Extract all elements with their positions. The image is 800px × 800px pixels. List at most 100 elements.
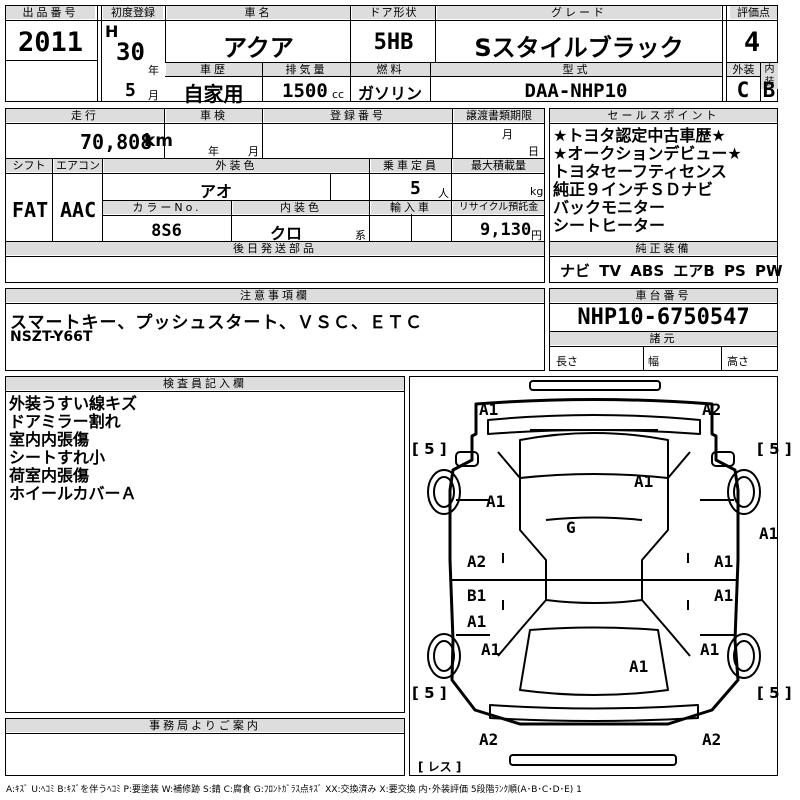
damage-mark: A2	[467, 552, 487, 571]
cc-unit: cc	[332, 88, 345, 101]
damage-mark: A1	[634, 472, 654, 491]
chassis-section	[549, 288, 778, 371]
interior-header: 内装	[761, 63, 778, 89]
inspector-note: ドアミラー割れ	[9, 412, 121, 431]
fuel-header: 燃料	[351, 63, 430, 76]
km-unit: km	[144, 131, 174, 151]
lot-number: 2011	[18, 27, 84, 58]
sales-point-item: トヨタセーフティセンス	[553, 162, 727, 181]
aircon-value: AAC	[60, 198, 97, 222]
score-header: 評価点	[730, 6, 777, 19]
recycle-value: 9,130	[480, 220, 532, 240]
sales-point-header: セールスポイント	[550, 109, 777, 122]
sales-point-list: ★トヨタ認定中古車歴★ ★オークションデビュー★ トヨタセーフティセンス 純正９…	[553, 127, 777, 235]
exterior-header: 外装	[727, 63, 760, 76]
kei-unit: 系	[355, 229, 366, 242]
score-value: 4	[743, 27, 761, 58]
first-reg-header: 初度登録	[103, 6, 163, 19]
inspector-note: ホイールカバーＡ	[9, 484, 137, 503]
shaken-month-unit: 月	[248, 145, 259, 158]
mileage-header: 走行	[6, 109, 164, 122]
damage-mark: A2	[479, 730, 499, 749]
grade-header: グレード	[437, 6, 721, 19]
inspector-header: 検査員記入欄	[6, 377, 404, 390]
model-header: 型式	[431, 63, 722, 76]
tire-tread-front-right: [ 5 ]	[757, 440, 792, 458]
header-section	[5, 5, 778, 102]
displacement-value: 1500	[282, 80, 328, 102]
car-name: アクア	[223, 34, 294, 62]
int-color-value: クロ	[269, 224, 302, 243]
inspector-section	[5, 376, 405, 713]
first-reg-year: 30	[116, 38, 145, 66]
car-diagram-section	[409, 376, 778, 776]
damage-mark: B1	[467, 586, 487, 605]
chassis-number: NHP10-6750547	[577, 305, 750, 330]
width-label: 幅	[648, 355, 659, 368]
inspector-note: 荷室内張傷	[9, 466, 90, 485]
fuel-value: ガソリン	[357, 84, 422, 103]
lens-label: [ レス ]	[418, 760, 462, 774]
history-value: 自家用	[183, 82, 244, 106]
height-label: 高さ	[727, 355, 749, 368]
recycle-header: リサイクル預託金	[453, 201, 544, 214]
sales-point-item: ★オークションデビュー★	[553, 144, 742, 163]
month-unit: 月	[148, 89, 159, 102]
detail-section	[5, 108, 545, 283]
ext-color-value: アオ	[199, 182, 232, 201]
mileage-value: 70,808	[80, 130, 153, 154]
capacity-value: 5	[410, 178, 421, 199]
car-name-header: 車名	[167, 6, 350, 19]
car-diagram	[427, 380, 761, 766]
era-letter: H	[105, 22, 119, 41]
chassis-header: 車台番号	[550, 289, 777, 302]
ext-color-header: 外装色	[104, 159, 369, 172]
inspector-notes-list: 外装うすい線キズ ドアミラー割れ 室内内張傷 シートすれ小 荷室内張傷 ホイール…	[9, 395, 137, 503]
legend-text: A:ｷｽﾞ U:ﾍｺﾐ B:ｷｽﾞを伴うﾍｺﾐ P:要塗装 W:補修跡 S:錆 …	[6, 785, 582, 795]
persons-unit: 人	[438, 187, 449, 200]
damage-mark: A1	[481, 640, 501, 659]
damage-mark: A1	[714, 552, 734, 571]
door-type: 5HB	[373, 30, 414, 55]
damage-mark: G	[566, 518, 576, 537]
damage-mark: A1	[486, 492, 506, 511]
yen-unit: 円	[531, 229, 542, 242]
aircon-header: エアコン	[54, 159, 102, 172]
damage-mark: A1	[467, 612, 487, 631]
transfer-day-unit: 日	[528, 145, 539, 158]
displacement-header: 排気量	[263, 63, 350, 76]
genuine-header: 純正装備	[550, 242, 777, 255]
length-label: 長さ	[556, 355, 578, 368]
inspector-note: シートすれ小	[9, 448, 106, 467]
history-header: 車歴	[166, 63, 262, 76]
office-section	[5, 718, 405, 776]
import-header: 輸入車	[371, 201, 451, 214]
shaken-header: 車検	[166, 109, 262, 122]
caution-line-2: NSZT-Y66T	[10, 329, 93, 345]
inspector-note: 外装うすい線キズ	[9, 394, 138, 413]
shaken-year-unit: 年	[208, 145, 219, 158]
tire-tread-front-left: [ 5 ]	[412, 440, 447, 458]
specs-header: 諸元	[550, 332, 777, 345]
damage-mark: A1	[714, 586, 734, 605]
kg-unit: kg	[530, 185, 544, 198]
model-code: DAA-NHP10	[524, 80, 628, 102]
sales-point-item: シートヒーター	[553, 216, 666, 235]
sales-point-item: バックモニター	[553, 198, 666, 217]
inspector-note: 室内内張傷	[9, 430, 90, 449]
shift-value: FAT	[12, 198, 49, 222]
first-reg-month: 5	[125, 80, 136, 101]
int-color-header: 内装色	[233, 201, 369, 214]
damage-mark: A1	[700, 640, 720, 659]
sales-point-item: ★トヨタ認定中古車歴★	[553, 126, 726, 145]
damage-mark: A2	[702, 400, 722, 419]
damage-mark: A2	[702, 730, 722, 749]
reg-no-header: 登録番号	[264, 109, 452, 122]
sales-point-item: 純正９インチＳＤナビ	[553, 180, 714, 199]
damage-mark: A1	[759, 524, 779, 543]
equipment-value: ナビ TV ABS エアB PS PW	[560, 262, 783, 280]
transfer-header: 譲渡書類期限	[454, 109, 544, 122]
capacity-header: 乗車定員	[371, 159, 451, 172]
damage-mark: A1	[629, 657, 649, 676]
caution-section	[5, 288, 545, 371]
